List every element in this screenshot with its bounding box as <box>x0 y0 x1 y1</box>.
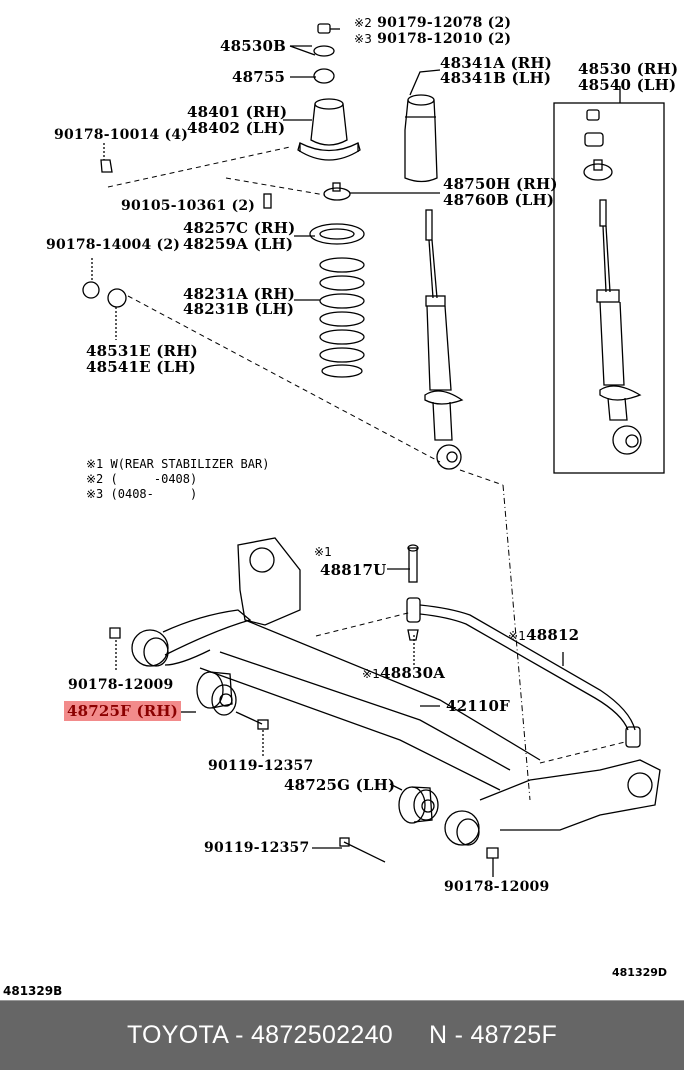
label-48531E[interactable]: 48531E (RH) <box>86 342 198 360</box>
label-text: 48830A <box>380 664 446 682</box>
note-marker: ※1 <box>508 629 527 643</box>
footnote-1: ※1 W(REAR STABILIZER BAR) <box>86 457 269 472</box>
label-48817U[interactable]: 48817U <box>320 561 387 579</box>
label-48402[interactable]: 48402 (LH) <box>187 119 286 137</box>
label-48830A[interactable]: ※148830A <box>362 665 445 682</box>
bushing-48725F <box>109 627 269 730</box>
label-48755[interactable]: 48755 <box>232 68 286 86</box>
label-48725G[interactable]: 48725G (LH) <box>284 776 396 794</box>
bolt-parts-left <box>82 159 272 308</box>
label-90178-14004[interactable]: 90178-14004 (2) <box>46 237 181 253</box>
bushing-48725G <box>339 786 499 863</box>
label-48257C[interactable]: 48257C (RH) <box>183 219 296 237</box>
label-42110F[interactable]: 42110F <box>446 697 511 715</box>
label-90119-12357-b[interactable]: 90119-12357 <box>204 840 310 856</box>
coil-spring-48231 <box>319 257 365 378</box>
spring-seat <box>309 182 365 245</box>
label-text: 90179-12078 (2) <box>377 15 512 31</box>
note-marker: ※1 <box>314 545 333 559</box>
label-48725F-highlighted[interactable]: 48725F (RH) <box>64 701 182 721</box>
assembly-dashed-lines <box>107 146 626 801</box>
note-text: W(REAR STABILIZER BAR) <box>110 457 270 471</box>
label-48530B[interactable]: 48530B <box>220 37 287 55</box>
footnote-2: ※2 ( -0408) <box>86 472 197 487</box>
label-48541E[interactable]: 48541E (LH) <box>86 358 196 376</box>
label-48231B[interactable]: 48231B (LH) <box>183 300 295 318</box>
diagram-code-right: 481329D <box>612 966 668 979</box>
highlighted-part: 48725F (RH) <box>64 701 182 721</box>
note-marker: ※1 <box>362 667 381 681</box>
note-text: ( -0408) <box>110 472 198 486</box>
note-marker: ※2 <box>86 472 104 486</box>
part-footer-bar: TOYOTA - 4872502240 N - 48725F <box>0 1000 684 1070</box>
label-48231A[interactable]: 48231A (RH) <box>183 285 296 303</box>
shock-absorber <box>424 209 464 470</box>
label-90119-12357-a[interactable]: 90119-12357 <box>208 758 314 774</box>
bound-stopper-48341 <box>404 94 438 183</box>
label-48341B[interactable]: 48341B (LH) <box>440 69 552 87</box>
label-90178-10014[interactable]: 90178-10014 (4) <box>54 127 189 143</box>
kit-box-48530 <box>553 102 665 474</box>
label-48540[interactable]: 48540 (LH) <box>578 76 677 94</box>
label-48817U-note: ※1 <box>314 543 332 560</box>
label-48530[interactable]: 48530 (RH) <box>578 60 679 78</box>
label-48259A[interactable]: 48259A (LH) <box>183 235 294 253</box>
label-90105-10361[interactable]: 90105-10361 (2) <box>121 198 256 214</box>
upper-mount-48401 <box>297 98 361 161</box>
footnote-3: ※3 (0408- ) <box>86 487 197 502</box>
note-text: (0408- ) <box>110 487 198 501</box>
parts-diagram: 48530B 48755 ※2 90179-12078 (2) ※3 90178… <box>3 15 679 998</box>
nut-90179 <box>313 23 335 84</box>
label-90178-12009-b[interactable]: 90178-12009 <box>444 879 550 895</box>
note-marker: ※1 <box>86 457 104 471</box>
note-marker: ※2 <box>354 16 373 30</box>
label-48812[interactable]: ※148812 <box>508 627 579 644</box>
note-marker: ※3 <box>354 32 373 46</box>
label-48401[interactable]: 48401 (RH) <box>187 103 288 121</box>
label-text: 90178-12010 (2) <box>377 31 512 47</box>
label-text: 48812 <box>526 626 580 644</box>
diagram-drawing <box>82 23 665 877</box>
label-48341A[interactable]: 48341A (RH) <box>440 54 553 72</box>
label-48750H[interactable]: 48750H (RH) <box>443 175 558 193</box>
stabilizer-bar-48812 <box>406 544 641 748</box>
diagram-code-left: 481329B <box>3 984 63 998</box>
footer-part-code: N - 48725F <box>429 1021 558 1049</box>
label-90178-12010[interactable]: ※3 90178-12010 (2) <box>354 31 511 47</box>
footer-brand-part-number: TOYOTA - 4872502240 <box>126 1021 393 1049</box>
label-48760B[interactable]: 48760B (LH) <box>443 191 555 209</box>
label-90179-12078[interactable]: ※2 90179-12078 (2) <box>354 15 511 31</box>
leader-lines <box>91 28 621 877</box>
label-90178-12009-a[interactable]: 90178-12009 <box>68 677 174 693</box>
rear-axle-beam-42110F <box>131 537 661 846</box>
note-marker: ※3 <box>86 487 104 501</box>
